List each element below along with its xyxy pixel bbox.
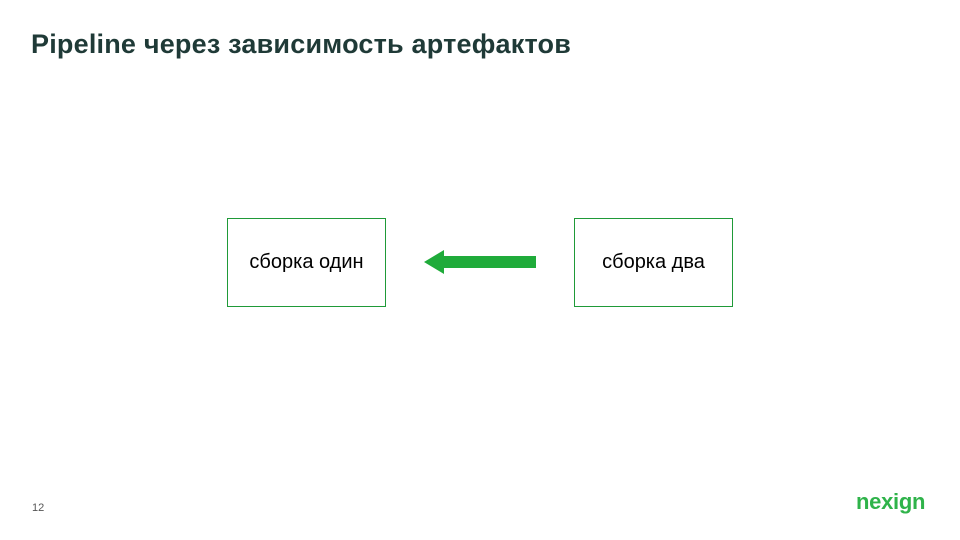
node-label: сборка один	[249, 251, 364, 273]
left-arrow-icon	[424, 250, 536, 274]
page-number: 12	[32, 502, 45, 514]
arrow-shape	[424, 250, 536, 274]
brand-logo: nexign	[856, 489, 926, 514]
diagram-node-build-two: сборка два	[574, 218, 733, 307]
node-label: сборка два	[602, 251, 705, 273]
diagram-node-build-one: сборка один	[227, 218, 386, 307]
slide-title: Pipeline через зависимость артефактов	[31, 29, 572, 59]
